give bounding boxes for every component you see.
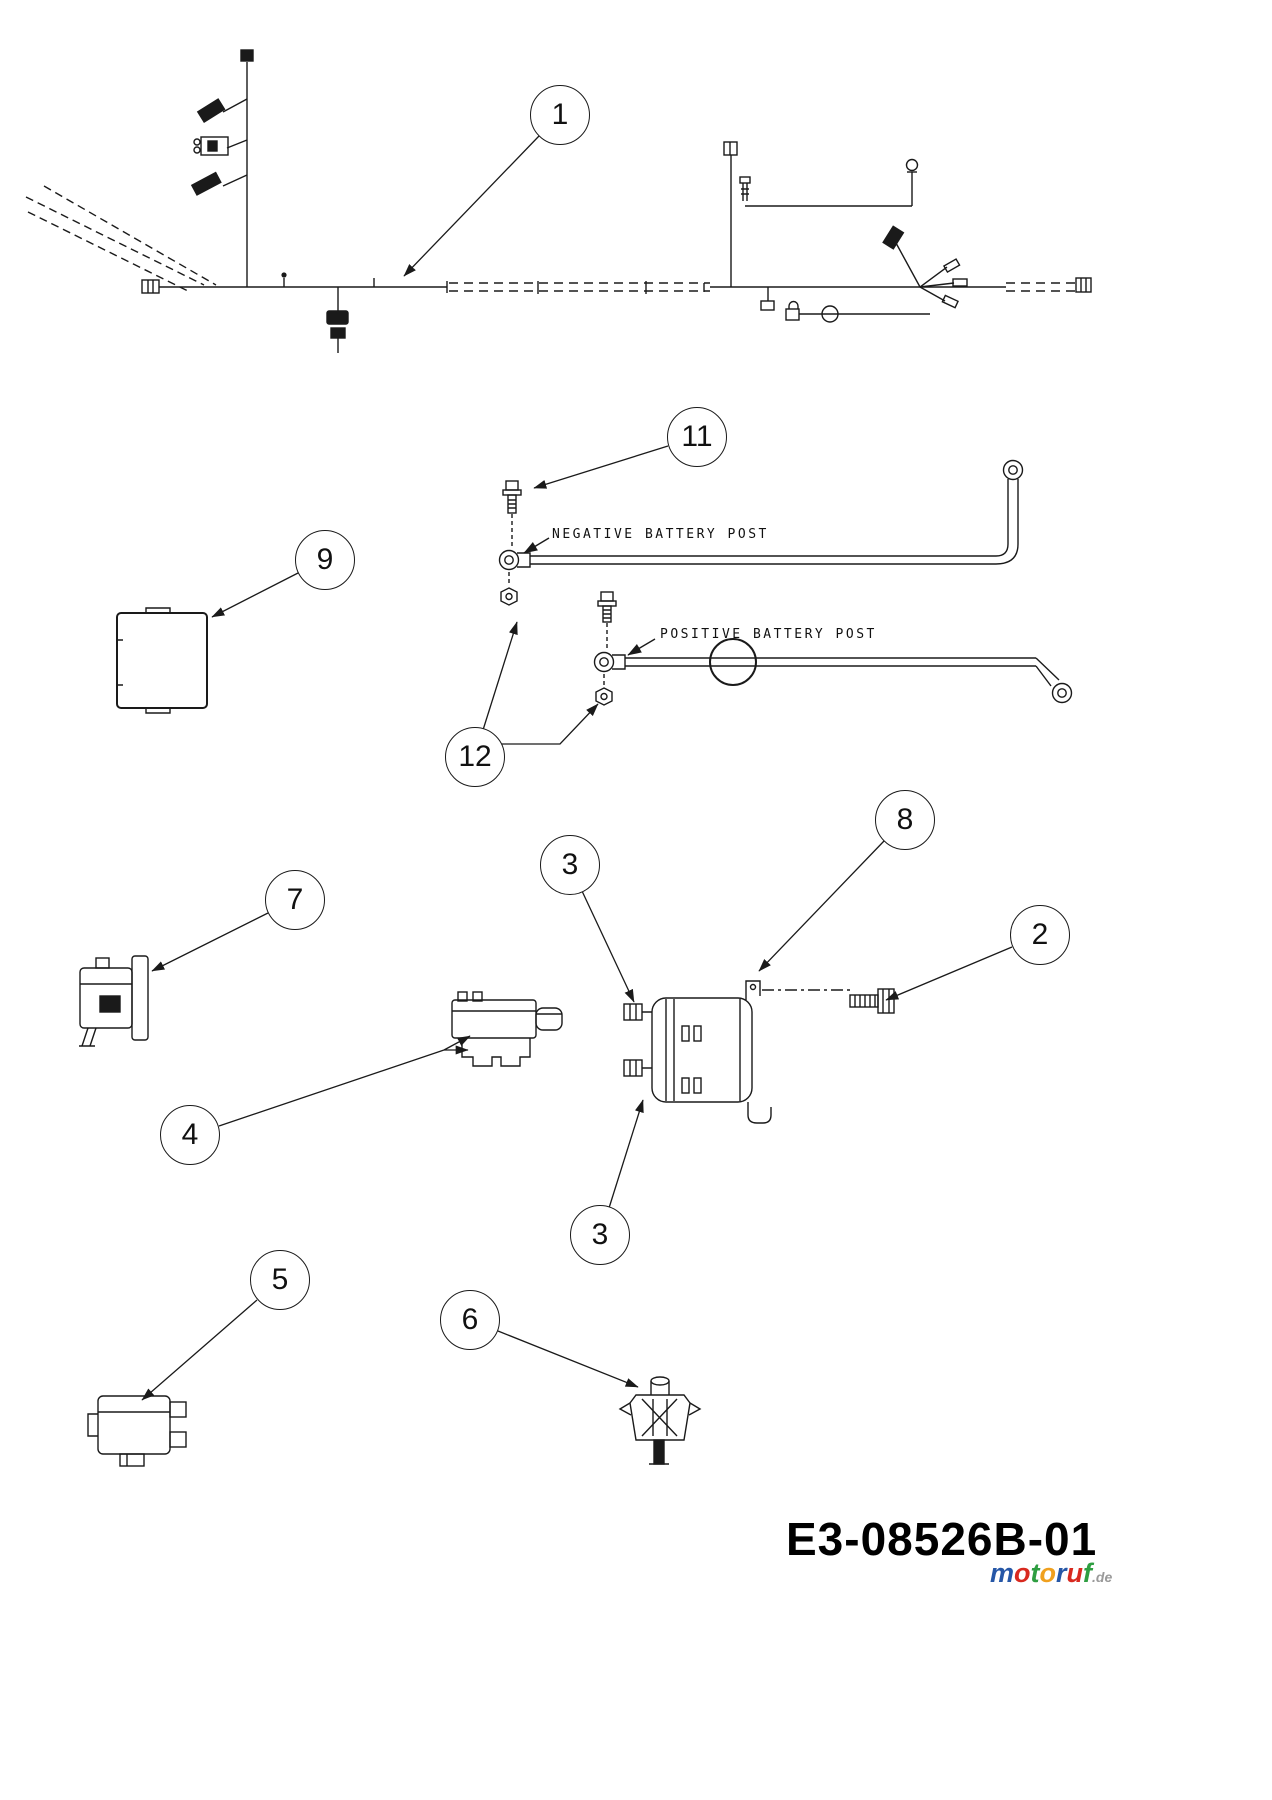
callout-5-number: 5 xyxy=(271,1263,289,1296)
safety-switch-drawing xyxy=(618,1376,702,1465)
watermark-letter: m xyxy=(990,1558,1015,1588)
callout-12-number: 12 xyxy=(458,740,492,773)
callout-5: 5 xyxy=(250,1250,310,1310)
callout-3-upper-number: 3 xyxy=(561,848,579,881)
callout-4: 4 xyxy=(160,1105,220,1165)
plunger-switch-drawing xyxy=(79,955,149,1047)
callout-6-number: 6 xyxy=(461,1303,479,1336)
callout-1-number: 1 xyxy=(551,98,569,131)
battery-bolt-drawing xyxy=(502,480,522,549)
callout-2-number: 2 xyxy=(1031,918,1049,951)
negative-battery-post-label: NEGATIVE BATTERY POST xyxy=(552,527,769,542)
watermark-letter: r xyxy=(1056,1558,1067,1588)
callout-3-lower: 3 xyxy=(570,1205,630,1265)
callout-4-number: 4 xyxy=(181,1118,199,1151)
callout-9: 9 xyxy=(295,530,355,590)
positive-battery-post-label: POSITIVE BATTERY POST xyxy=(660,627,877,642)
callout-8: 8 xyxy=(875,790,935,850)
callout-11-number: 11 xyxy=(681,420,713,453)
relay-drawing xyxy=(451,991,563,1067)
callout-12: 12 xyxy=(445,727,505,787)
callout-7: 7 xyxy=(265,870,325,930)
callout-11: 11 xyxy=(667,407,727,467)
watermark-letter: o xyxy=(1014,1558,1031,1588)
wiring-harness-drawing xyxy=(25,49,1092,353)
part-number: E3-08526B-01 xyxy=(786,1513,1098,1565)
positive-battery-cable-drawing xyxy=(593,591,1073,706)
callout-3-lower-number: 3 xyxy=(591,1218,609,1251)
callout-8-number: 8 xyxy=(896,803,914,836)
watermark-word: motoruf xyxy=(990,1558,1092,1588)
hex-bolt-drawing xyxy=(849,988,895,1014)
callout-6: 6 xyxy=(440,1290,500,1350)
cover-box-drawing xyxy=(116,607,208,714)
connector-housing-drawing xyxy=(87,1395,187,1467)
watermark-letter: f xyxy=(1083,1558,1093,1588)
watermark-letter: o xyxy=(1039,1558,1057,1588)
callout-7-number: 7 xyxy=(286,883,304,916)
callout-3-upper: 3 xyxy=(540,835,600,895)
motoruf-watermark: motoruf.de xyxy=(990,1558,1112,1589)
callout-9-number: 9 xyxy=(316,543,334,576)
negative-battery-cable-drawing xyxy=(498,459,1024,606)
callout-leader-lines xyxy=(141,135,1013,1401)
solenoid-drawing xyxy=(623,980,850,1124)
watermark-letter: u xyxy=(1066,1558,1084,1588)
watermark-suffix: .de xyxy=(1092,1569,1113,1585)
watermark-letter: t xyxy=(1030,1558,1040,1588)
callout-1: 1 xyxy=(530,85,590,145)
callout-2: 2 xyxy=(1010,905,1070,965)
